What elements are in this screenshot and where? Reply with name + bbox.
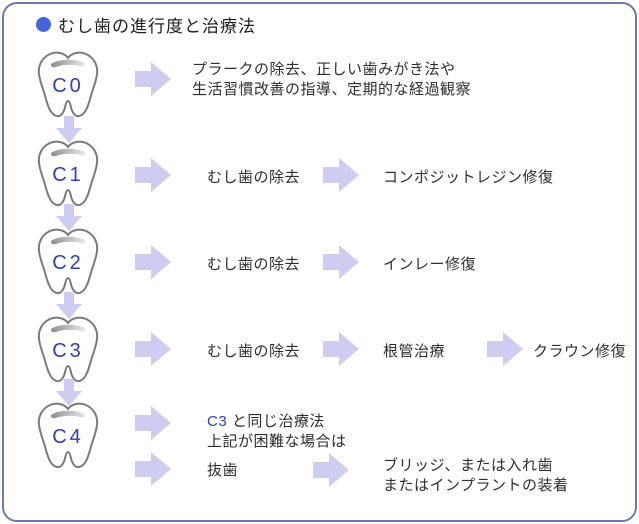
treatment-step-c1-2: コンポジットレジン修復	[383, 169, 554, 186]
page-title: むし歯の進行度と治療法	[58, 17, 256, 36]
tooth-icon-c2: C2	[36, 227, 100, 295]
flow-arrow-icon	[135, 406, 171, 440]
stage-label-c0: C0	[52, 75, 84, 97]
tooth-icon-c4: C4	[36, 401, 100, 469]
flow-arrow-icon	[135, 332, 171, 366]
stage-label-c4: C4	[52, 426, 84, 448]
down-arrow-icon	[56, 379, 82, 406]
treatment-step-c2-2: インレー修復	[383, 256, 477, 273]
title-bullet-icon	[36, 17, 51, 32]
treatment-text-c4-same: C3 と同じ治療法 上記が困難な場合は	[207, 412, 347, 452]
flow-arrow-icon	[135, 452, 171, 486]
title-row: むし歯の進行度と治療法	[36, 12, 256, 37]
flow-arrow-icon	[323, 332, 359, 366]
stage-label-c3: C3	[52, 340, 84, 362]
treatment-step-c3-1: むし歯の除去	[207, 343, 301, 360]
same-treatment-text: と同じ治療法	[227, 413, 325, 430]
stage-label-c1: C1	[52, 164, 84, 186]
extraction-text: 抜歯	[207, 462, 239, 479]
treatment-text-c0: プラークの除去、正しい歯みがき法や 生活習慣改善の指導、定期的な経過観察	[192, 61, 472, 98]
flow-arrow-icon	[313, 453, 349, 487]
treatment-step-c3-2: 根管治療	[383, 343, 446, 360]
treatment-step-c3-3: クラウン修復	[533, 343, 627, 360]
prosthetic-text: ブリッジ、または入れ歯 またはインプラントの装着	[383, 457, 569, 494]
down-arrow-icon	[56, 204, 82, 231]
fallback-note-text: 上記が困難な場合は	[207, 433, 347, 450]
flow-arrow-icon	[323, 245, 359, 279]
tooth-icon-c3: C3	[36, 315, 100, 383]
treatment-step-c2-1: むし歯の除去	[207, 256, 301, 273]
treatment-step-c1-1: むし歯の除去	[207, 169, 301, 186]
flow-arrow-icon	[135, 158, 171, 192]
stage-reference-c3: C3	[207, 413, 228, 430]
flow-arrow-icon	[135, 62, 171, 96]
flow-arrow-icon	[135, 245, 171, 279]
tooth-icon-c1: C1	[36, 139, 100, 207]
flow-arrow-icon	[487, 332, 523, 366]
down-arrow-icon	[56, 116, 82, 143]
down-arrow-icon	[56, 292, 82, 319]
flow-arrow-icon	[323, 158, 359, 192]
tooth-icon-c0: C0	[36, 50, 100, 118]
stage-label-c2: C2	[52, 252, 84, 274]
